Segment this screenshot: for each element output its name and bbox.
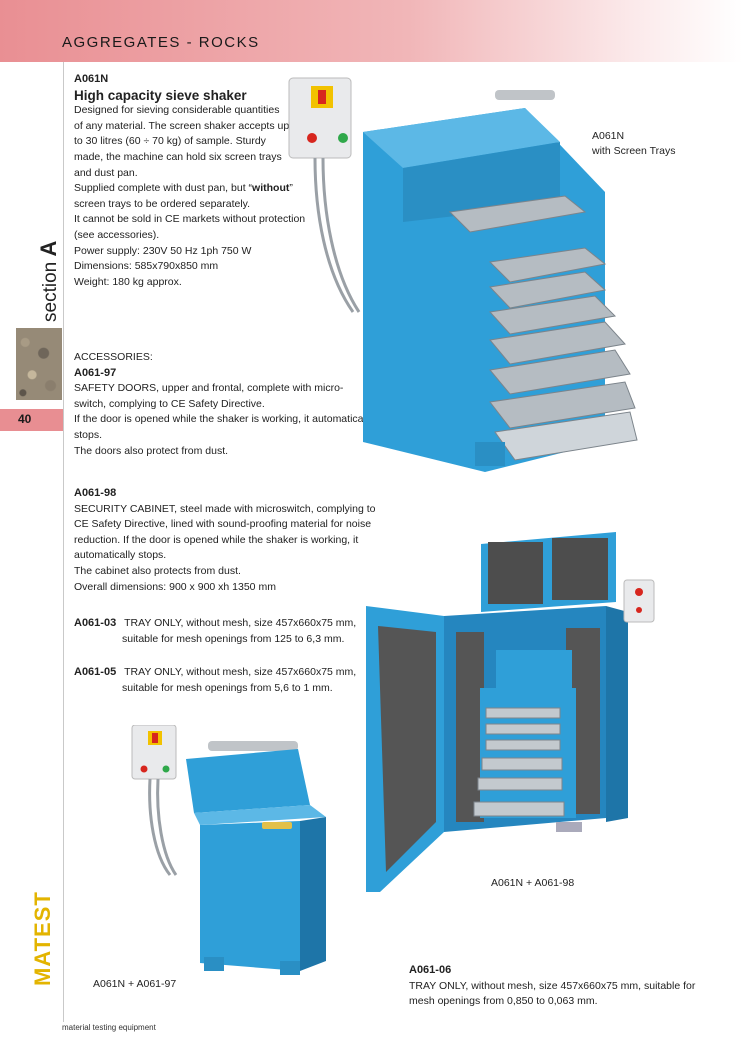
accessory-line: reduction. If the door is opened while t… bbox=[74, 533, 359, 546]
machine-foot bbox=[280, 961, 300, 975]
accessory-line: mesh openings from 0,850 to 0,063 mm. bbox=[409, 995, 598, 1008]
brand-plate bbox=[262, 822, 292, 829]
caption-sub: with Screen Trays bbox=[592, 145, 676, 157]
accessory-line: The cabinet also protects from dust. bbox=[74, 564, 241, 577]
cable bbox=[321, 157, 361, 313]
accessory-code: A061-05 bbox=[74, 666, 117, 678]
accessory-line: automatically stops. bbox=[74, 549, 167, 562]
accessory-line: Overall dimensions: 900 x 900 xh 1350 mm bbox=[74, 580, 276, 593]
desc-line: Designed for sieving considerable quanti… bbox=[74, 104, 280, 117]
note-line: Supplied complete with dust pan, but “wi… bbox=[74, 182, 293, 195]
accessory-line: SECURITY CABINET, steel made with micros… bbox=[74, 502, 376, 515]
cable bbox=[156, 778, 178, 876]
stop-light-icon bbox=[635, 588, 643, 596]
stop-light-icon bbox=[307, 133, 317, 143]
caption-cabinet: A061N + A061-98 bbox=[491, 877, 575, 889]
stop-light-icon bbox=[140, 765, 148, 773]
ce-line: (see accessories). bbox=[74, 228, 160, 241]
accessory-a061-03: A061-03 TRAY ONLY, without mesh, size 45… bbox=[74, 616, 356, 647]
control-box bbox=[288, 77, 352, 159]
front-door bbox=[200, 821, 300, 971]
footer-text: material testing equipment bbox=[62, 1023, 156, 1032]
cabinet-inner-lining bbox=[456, 632, 484, 822]
section-word: section bbox=[40, 261, 61, 322]
machine-side bbox=[300, 817, 326, 971]
header-band bbox=[0, 0, 743, 62]
accessory-code: A061-03 bbox=[74, 617, 117, 629]
control-box bbox=[131, 725, 177, 780]
accessory-line: suitable for mesh openings from 5,6 to 1… bbox=[122, 681, 333, 694]
desc-line: and dust pan. bbox=[74, 166, 138, 179]
accessory-line: TRAY ONLY, without mesh, size 457x660x75… bbox=[124, 666, 357, 678]
accessory-line: stops. bbox=[74, 428, 103, 441]
machine-foot bbox=[475, 442, 505, 466]
desc-line: of any material. The screen shaker accep… bbox=[74, 119, 290, 132]
accessory-a061-06: A061-06 TRAY ONLY, without mesh, size 45… bbox=[409, 963, 695, 1010]
security-cabinet-photo bbox=[366, 532, 655, 892]
main-product-block: A061N High capacity sieve shaker Designe… bbox=[74, 72, 305, 290]
desc-line: to 30 litres (60 ÷ 70 kg) of sample. Stu… bbox=[74, 135, 266, 148]
lid-acoustic-panel bbox=[488, 542, 543, 604]
upper-door bbox=[186, 749, 310, 813]
cabinet-control-box bbox=[623, 579, 655, 623]
section-label: section A bbox=[36, 241, 62, 322]
gravel-thumbnail bbox=[16, 328, 62, 400]
shelf-top bbox=[194, 805, 326, 825]
accessory-code: A061-97 bbox=[74, 366, 117, 379]
spec-line: Weight: 180 kg approx. bbox=[74, 275, 182, 288]
accessory-code: A061-06 bbox=[409, 964, 452, 976]
start-light-icon bbox=[162, 765, 170, 773]
spec-line: Power supply: 230V 50 Hz 1ph 750 W bbox=[74, 244, 252, 257]
spec-line: Dimensions: 585x790x850 mm bbox=[74, 260, 219, 273]
note-line: screen trays to be ordered separately. bbox=[74, 197, 251, 210]
accessory-line: suitable for mesh openings from 125 to 6… bbox=[122, 632, 345, 645]
accessory-line: TRAY ONLY, without mesh, size 457x660x75… bbox=[124, 617, 357, 629]
caption-code: A061N bbox=[592, 130, 625, 142]
page-title: AGGREGATES - ROCKS bbox=[62, 34, 260, 51]
inner-tray-stack bbox=[473, 707, 565, 817]
door-acoustic-panel bbox=[378, 626, 436, 872]
switch-knob bbox=[318, 90, 326, 104]
accessory-line: The doors also protect from dust. bbox=[74, 444, 229, 457]
handle bbox=[208, 741, 298, 751]
brand-logo: MATEST bbox=[30, 891, 55, 986]
handle bbox=[495, 90, 555, 100]
accessory-a061-05: A061-05 TRAY ONLY, without mesh, size 45… bbox=[74, 665, 356, 696]
main-product-title: High capacity sieve shaker bbox=[74, 87, 247, 103]
cable bbox=[313, 157, 355, 313]
margin-rule bbox=[63, 62, 64, 1022]
accessory-code: A061-98 bbox=[74, 487, 117, 499]
accessory-line: switch, complying to CE Safety Directive… bbox=[74, 397, 265, 410]
machine-foot bbox=[204, 957, 224, 971]
cabinet-side bbox=[606, 606, 628, 822]
section-letter: A bbox=[36, 240, 61, 257]
machine-top bbox=[363, 108, 560, 168]
start-light-icon bbox=[338, 133, 348, 143]
caption-top: A061N with Screen Trays bbox=[592, 129, 675, 159]
accessory-line: CE Safety Directive, lined with sound-pr… bbox=[74, 518, 372, 531]
lid-acoustic-panel bbox=[552, 538, 608, 600]
safety-doors-photo bbox=[131, 725, 326, 975]
accessory-line: TRAY ONLY, without mesh, size 457x660x75… bbox=[409, 979, 696, 992]
page-number-tab bbox=[0, 409, 63, 431]
accessory-line: If the door is opened while the shaker i… bbox=[74, 413, 374, 426]
caption-doors: A061N + A061-97 bbox=[93, 978, 177, 990]
cable bbox=[148, 778, 172, 876]
accessory-a061-97: ACCESSORIES: A061-97 SAFETY DOORS, upper… bbox=[74, 350, 373, 459]
inner-shaker-head bbox=[496, 650, 572, 690]
ce-line: It cannot be sold in CE markets without … bbox=[74, 213, 306, 226]
sieve-shaker-photo bbox=[288, 77, 638, 472]
accessory-a061-98: A061-98 SECURITY CABINET, steel made wit… bbox=[74, 486, 375, 595]
desc-line: made, the machine can hold six screen tr… bbox=[74, 150, 282, 163]
indicator-light-icon bbox=[636, 607, 642, 613]
accessories-label: ACCESSORIES: bbox=[74, 351, 153, 363]
page-number: 40 bbox=[18, 412, 32, 426]
accessory-line: SAFETY DOORS, upper and frontal, complet… bbox=[74, 382, 344, 395]
main-product-code: A061N bbox=[74, 73, 109, 85]
tray-stack bbox=[448, 195, 638, 461]
cabinet-foot bbox=[556, 822, 582, 832]
switch-knob bbox=[152, 733, 158, 743]
